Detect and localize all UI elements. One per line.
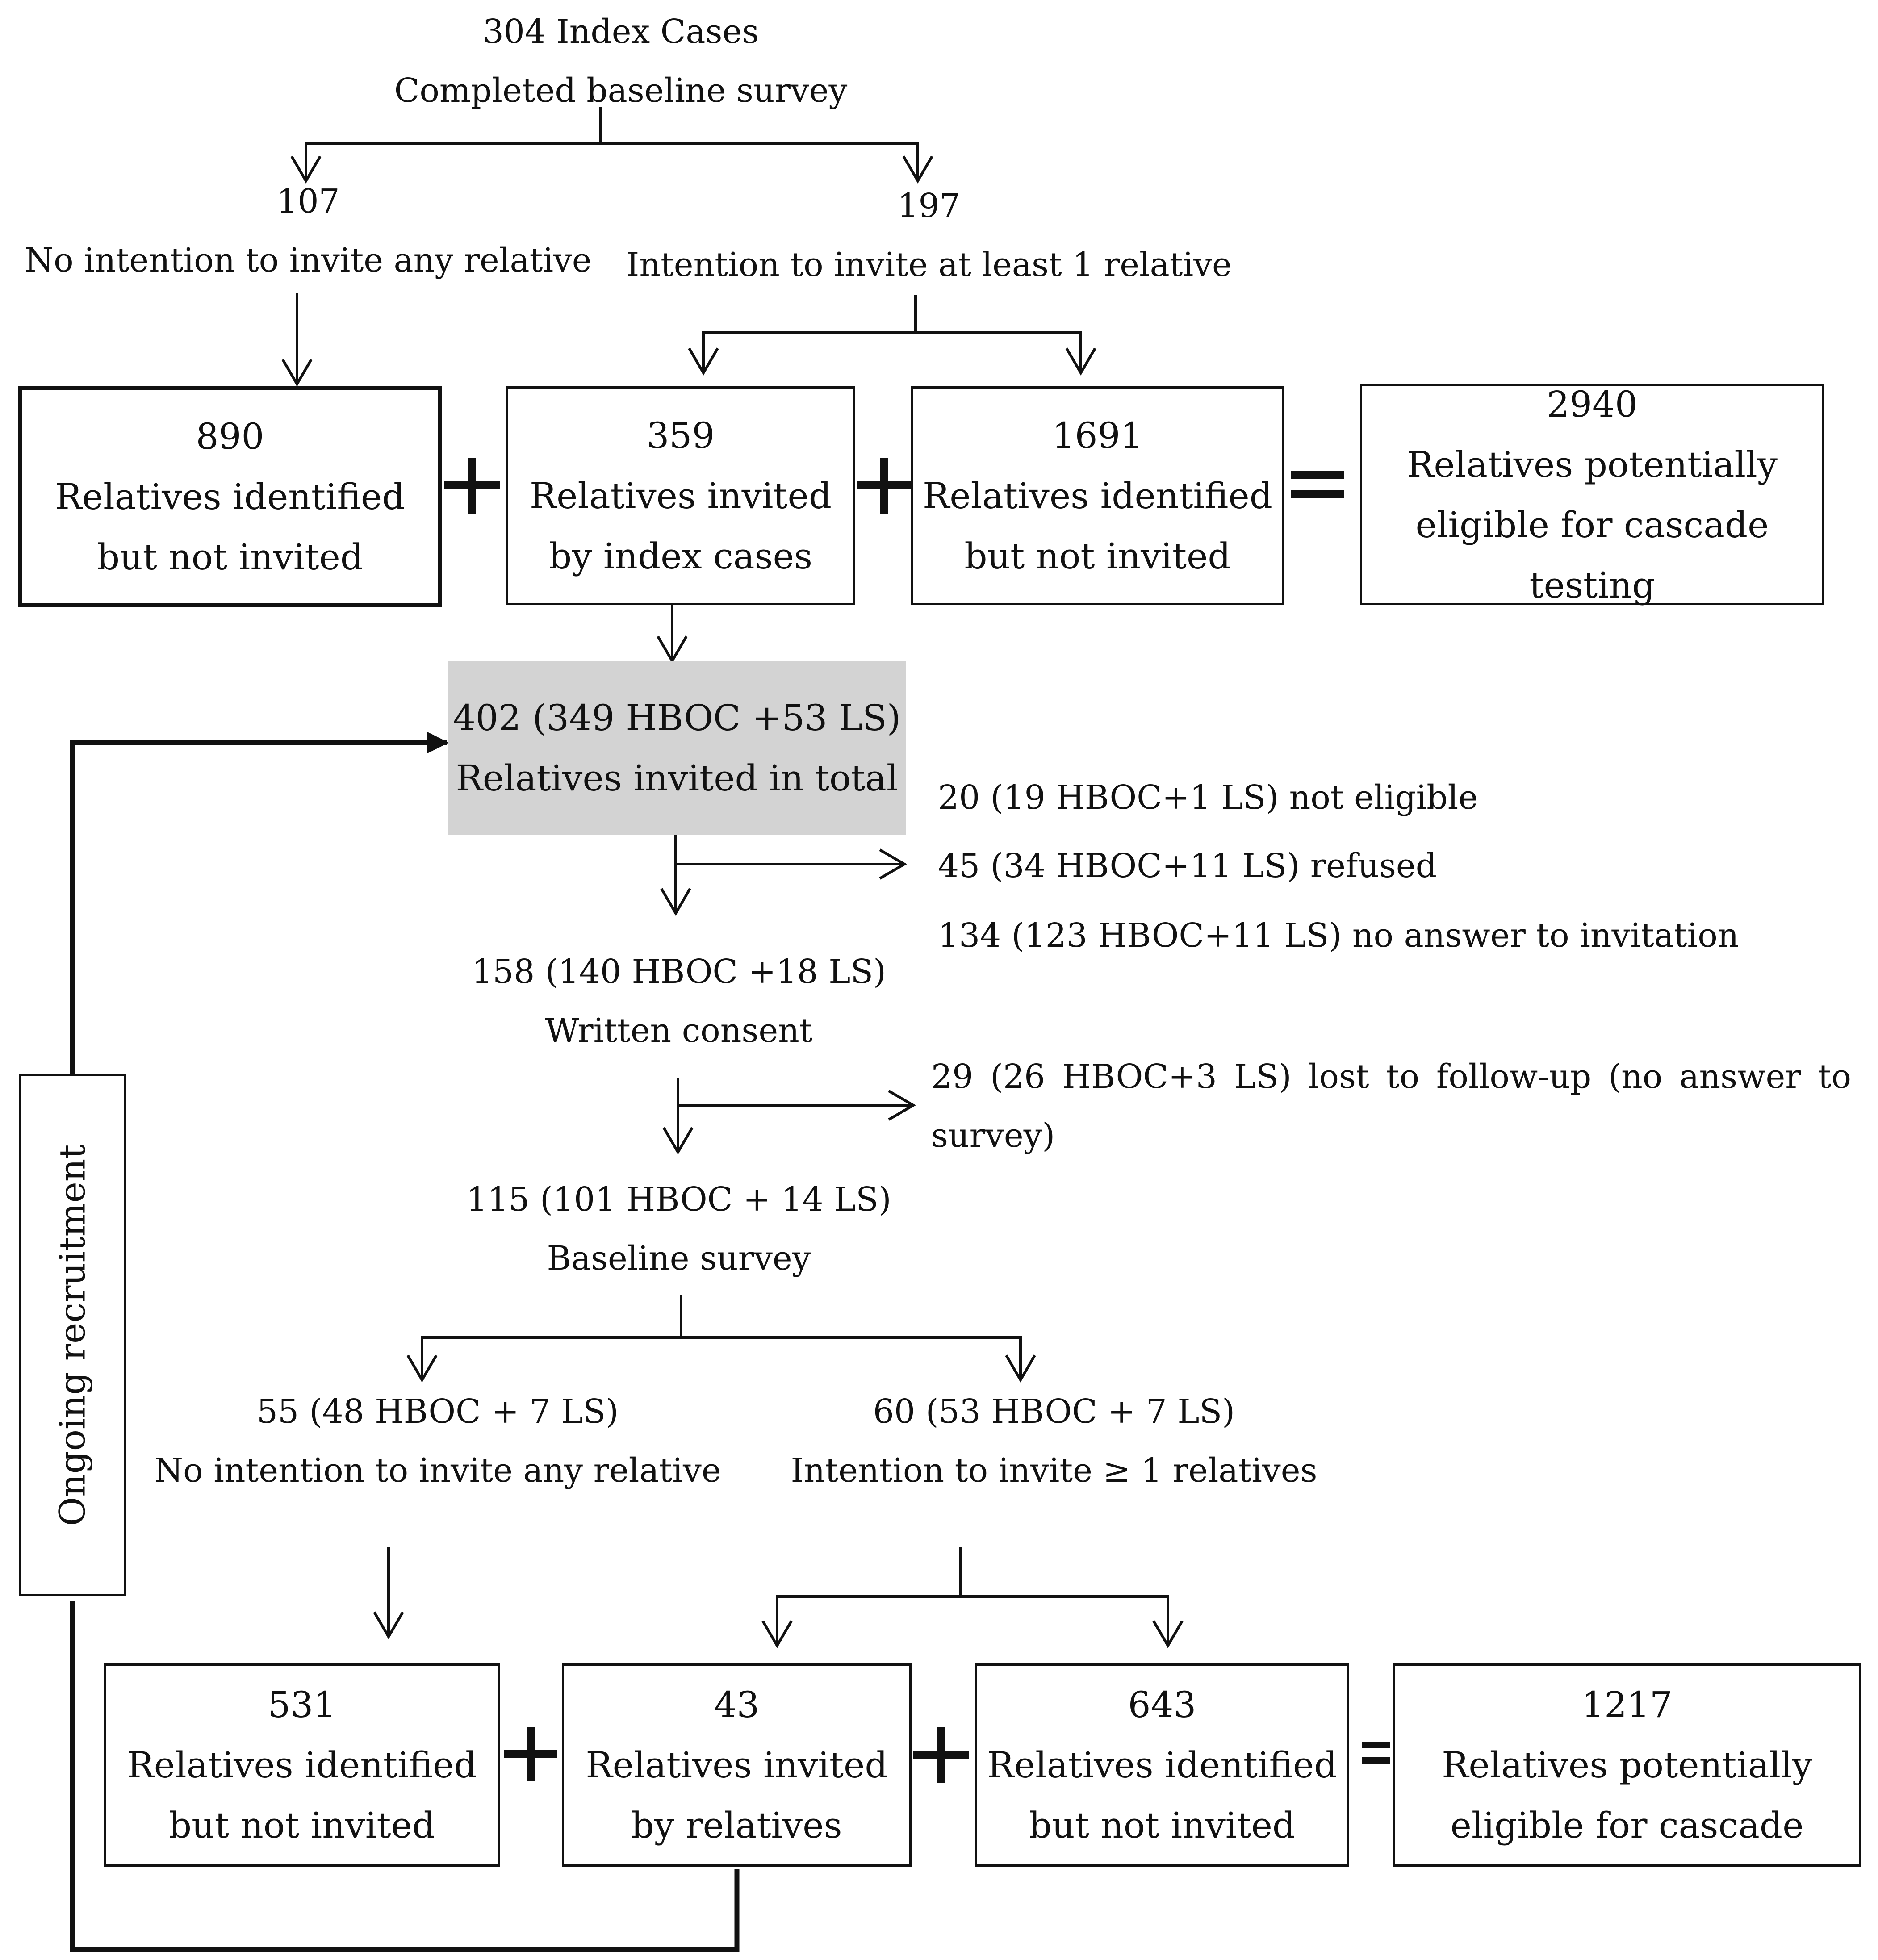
feedback-loop-bottom: [70, 1601, 740, 1952]
exclusion-no-answer: 134 (123 HBOC+11 LS) no answer to invita…: [938, 916, 1739, 955]
box-line1: Relatives identified: [923, 475, 1272, 517]
box-line1: Relatives invited: [586, 1744, 888, 1786]
box-line2: eligible for cascade testing: [1415, 504, 1769, 606]
intention-count: 197: [897, 187, 961, 225]
ongoing-recruitment-label: Ongoing recruitment: [51, 1144, 93, 1526]
baseline-node: 115 (101 HBOC + 14 LS) Baseline survey: [447, 1170, 911, 1288]
equals-icon: [1291, 471, 1344, 498]
box-43: 43 Relatives invited by relatives: [562, 1663, 912, 1867]
box-count: 43: [714, 1684, 760, 1726]
box-359: 359 Relatives invited by index cases: [506, 386, 855, 605]
plus-icon: [913, 1727, 969, 1783]
box-count: 890: [196, 416, 264, 457]
baseline-label: Baseline survey: [547, 1239, 811, 1278]
rel-no-intention-count: 55 (48 HBOC + 7 LS): [256, 1392, 619, 1431]
box-line1: Relatives identified: [987, 1744, 1337, 1786]
arrow-to-43: [761, 1547, 962, 1648]
box-531: 531 Relatives identified but not invited: [104, 1663, 500, 1867]
box-2940: 2940 Relatives potentially eligible for …: [1360, 384, 1824, 606]
no-intention-node: 107 No intention to invite any relative: [18, 172, 598, 290]
box-count: 643: [1128, 1684, 1196, 1726]
rel-intention-node: 60 (53 HBOC + 7 LS) Intention to invite …: [786, 1382, 1322, 1500]
intention-node: 197 Intention to invite at least 1 relat…: [616, 176, 1242, 294]
box-1217: 1217 Relatives potentially eligible for …: [1393, 1663, 1861, 1867]
feedback-loop-top: [70, 731, 449, 1076]
plus-icon: [444, 458, 500, 514]
box-count: 1217: [1581, 1684, 1673, 1726]
box-line2: but not invited: [96, 536, 364, 578]
box-line2: by relatives: [631, 1805, 842, 1846]
plus-icon: [504, 1727, 557, 1781]
total-invited-line1: 402 (349 HBOC +53 LS): [452, 697, 901, 739]
arrow-to-1691: [916, 331, 1096, 376]
arrow-to-643: [960, 1595, 1184, 1648]
lost-to-follow-up: 29 (26 HBOC+3 LS) lost to follow-up (no …: [931, 1057, 1851, 1155]
box-count: 1691: [1052, 414, 1143, 456]
box-count: 359: [646, 414, 715, 456]
rel-intention-count: 60 (53 HBOC + 7 LS): [873, 1392, 1235, 1431]
box-line2: but not invited: [1029, 1805, 1296, 1846]
rel-no-intention-label: No intention to invite any relative: [154, 1451, 721, 1490]
rel-no-intention-node: 55 (48 HBOC + 7 LS) No intention to invi…: [147, 1382, 728, 1500]
arrow-to-60: [681, 1336, 1036, 1383]
plus-icon: [857, 458, 912, 514]
box-line1: Relatives identified: [55, 476, 405, 518]
box-line2: eligible for cascade: [1450, 1805, 1804, 1846]
box-count: 531: [268, 1684, 336, 1726]
box-line2: by index cases: [549, 535, 812, 577]
index-cases-node: 304 Index Cases Completed baseline surve…: [357, 2, 884, 120]
total-invited-box: 402 (349 HBOC +53 LS) Relatives invited …: [448, 661, 906, 835]
box-line1: Relatives potentially: [1442, 1744, 1812, 1786]
arrow-to-197: [601, 142, 933, 184]
consent-node: 158 (140 HBOC +18 LS) Written consent: [449, 942, 909, 1060]
arrow-to-55: [406, 1295, 682, 1383]
box-line1: Relatives potentially: [1407, 443, 1778, 485]
consent-label: Written consent: [545, 1011, 813, 1050]
box-line2: but not invited: [168, 1805, 435, 1846]
exclusion-not-eligible: 20 (19 HBOC+1 LS) not eligible: [938, 778, 1478, 817]
intention-label: Intention to invite at least 1 relative: [626, 246, 1232, 284]
equals-icon: [1362, 1742, 1390, 1764]
box-line1: Relatives identified: [127, 1744, 477, 1786]
index-cases-count: 304 Index Cases: [482, 13, 759, 51]
arrow-to-359: [688, 295, 917, 376]
total-invited-line2: Relatives invited in total: [456, 757, 898, 799]
no-intention-count: 107: [276, 182, 340, 221]
ongoing-recruitment-box: Ongoing recruitment: [19, 1074, 126, 1596]
box-line2: but not invited: [964, 535, 1231, 577]
no-intention-label: No intention to invite any relative: [25, 241, 592, 280]
box-line1: Relatives invited: [529, 475, 832, 517]
box-count: 2940: [1547, 383, 1638, 425]
baseline-count: 115 (101 HBOC + 14 LS): [466, 1180, 891, 1219]
consent-count: 158 (140 HBOC +18 LS): [472, 953, 886, 991]
box-1691: 1691 Relatives identified but not invite…: [911, 386, 1284, 605]
box-890: 890 Relatives identified but not invited: [18, 386, 442, 607]
index-cases-label: Completed baseline survey: [394, 71, 848, 110]
arrow-to-107: [290, 107, 602, 184]
exclusion-refused: 45 (34 HBOC+11 LS) refused: [938, 847, 1437, 885]
rel-intention-label: Intention to invite ≥ 1 relatives: [791, 1451, 1318, 1490]
box-643: 643 Relatives identified but not invited: [975, 1663, 1349, 1867]
